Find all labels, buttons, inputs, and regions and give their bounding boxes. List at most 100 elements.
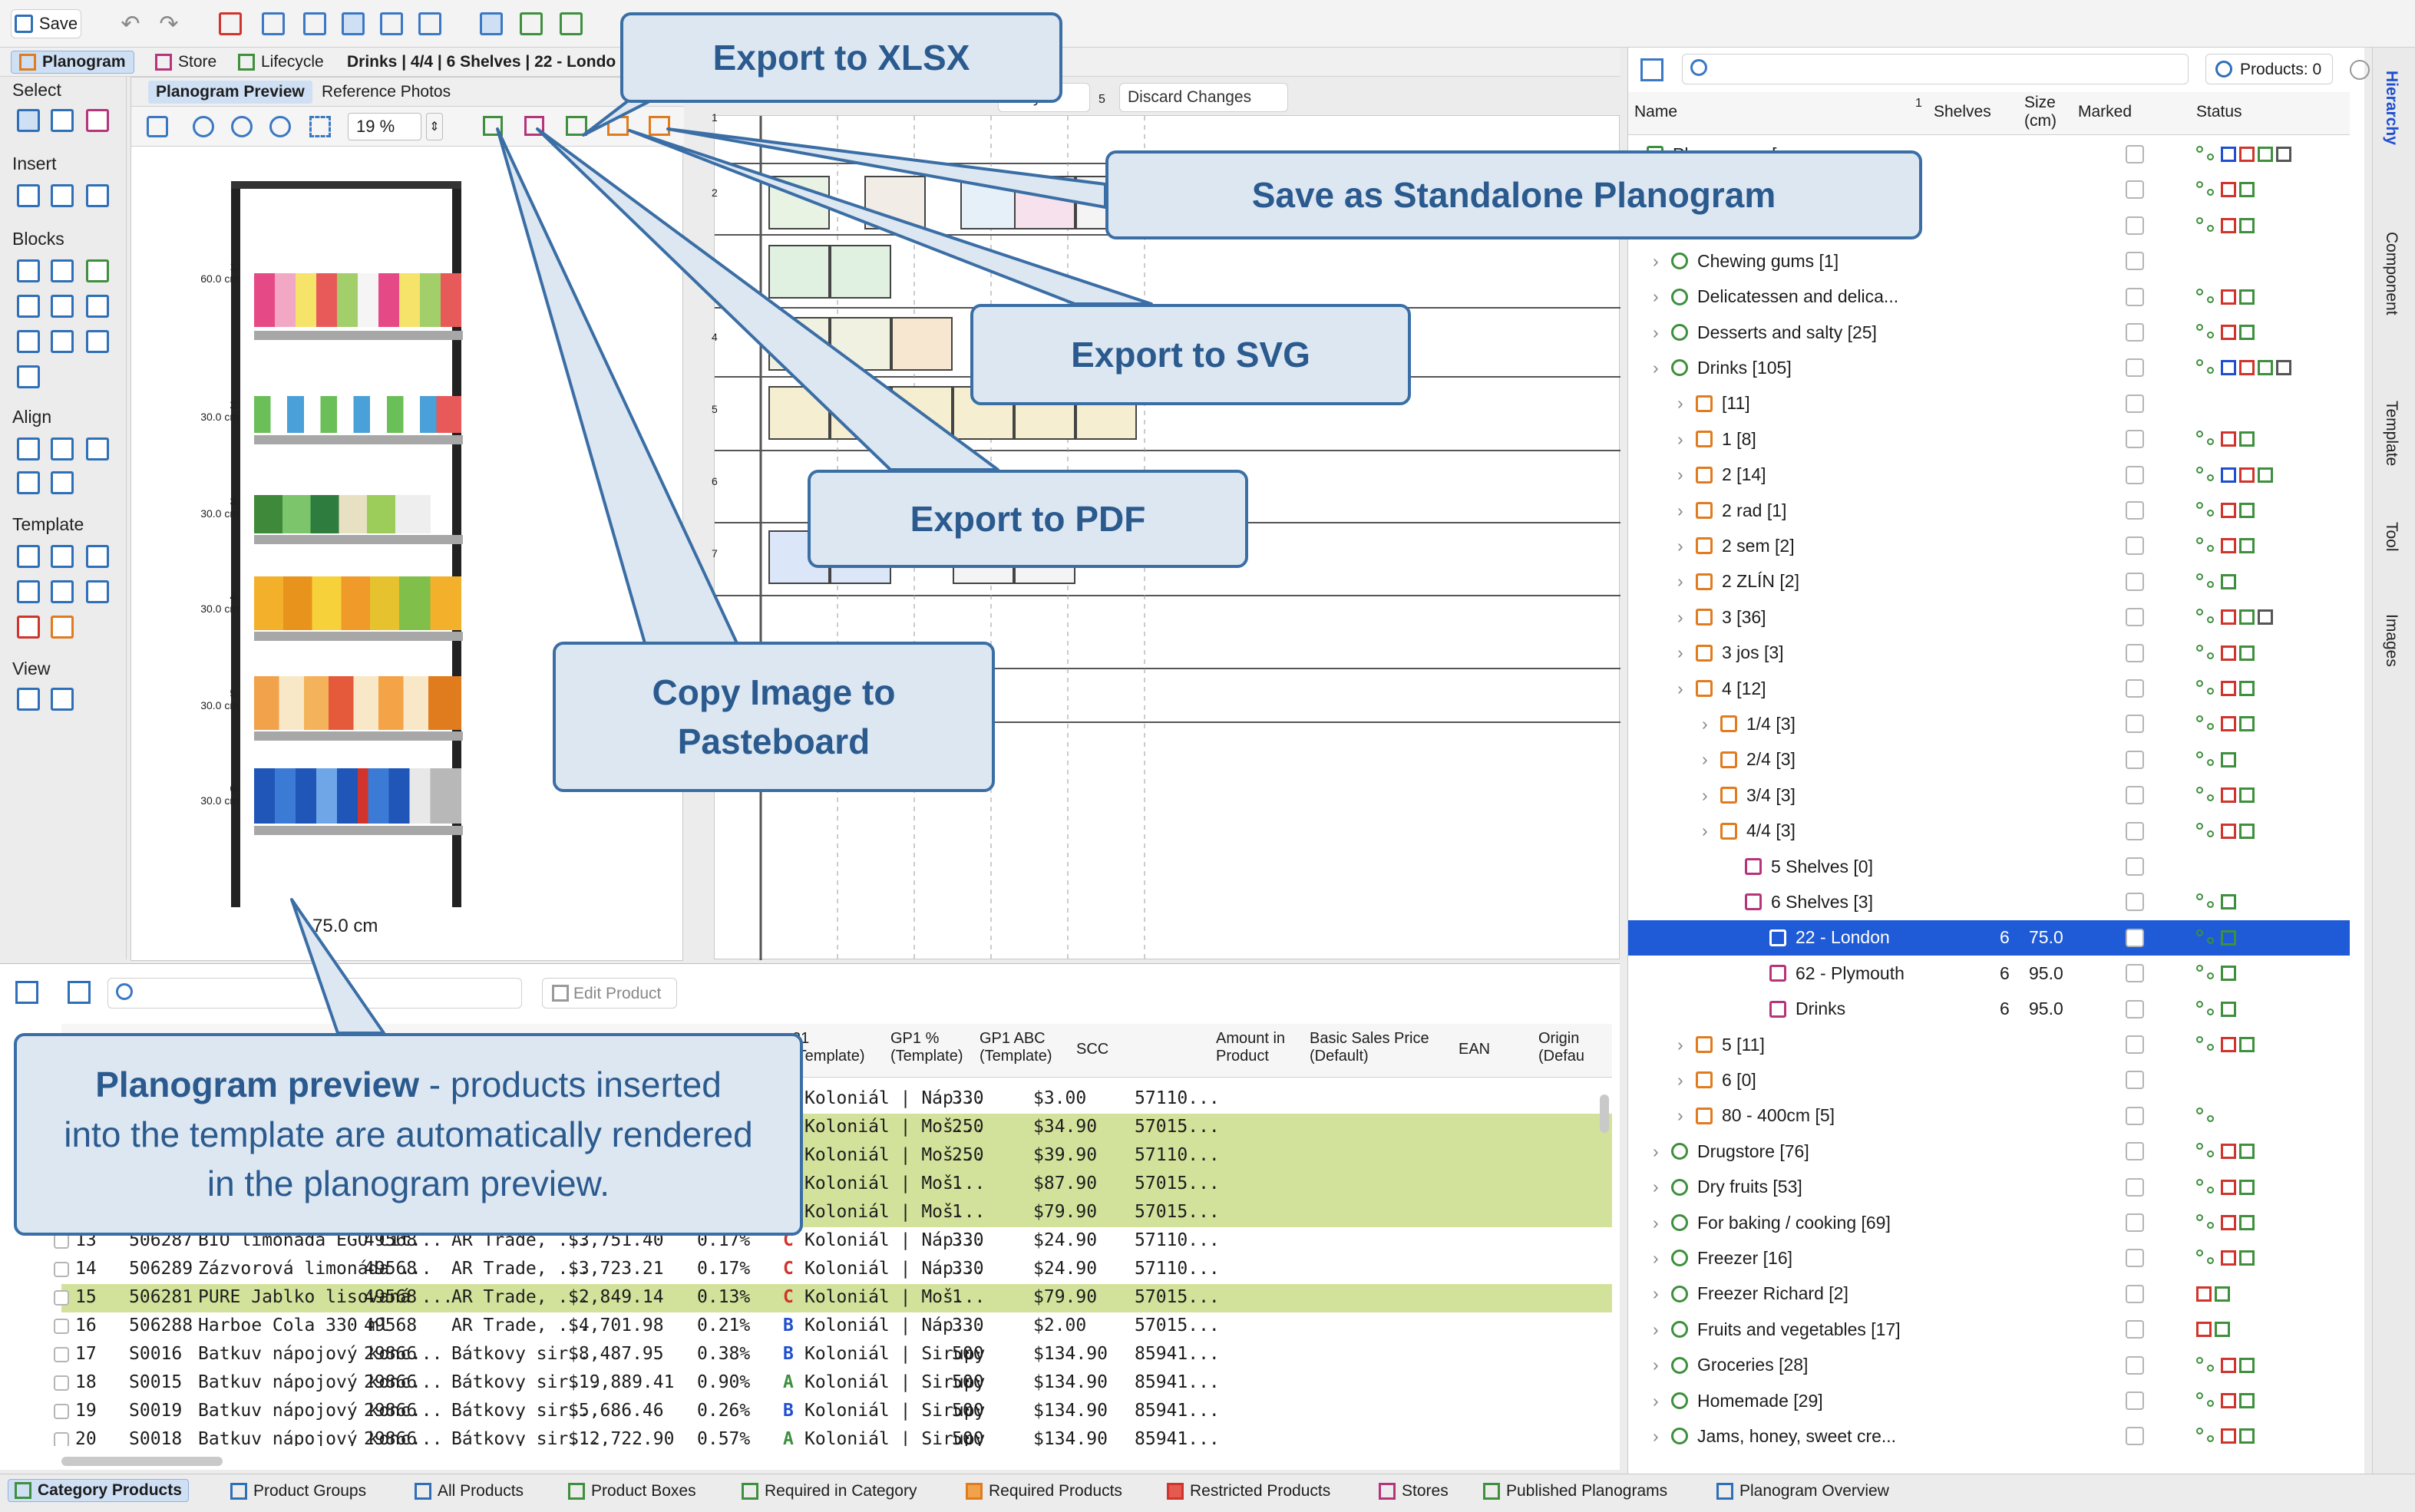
col-header-origin[interactable]: Origin (Defau [1538, 1030, 1585, 1065]
col-header-scc[interactable]: SCC [1076, 1041, 1109, 1058]
template-icon-2[interactable] [51, 545, 74, 568]
align-center-icon[interactable] [51, 437, 74, 461]
col-size[interactable]: Size (cm) [2024, 94, 2057, 130]
marked-checkbox[interactable] [2126, 821, 2144, 840]
chevron-right-icon[interactable]: › [1702, 749, 1708, 770]
layout-icon[interactable] [476, 9, 507, 38]
ruler-icon[interactable] [376, 9, 407, 38]
chevron-right-icon[interactable]: › [1653, 1212, 1659, 1233]
chevron-right-icon[interactable]: › [1677, 606, 1683, 627]
tab-planogram-preview[interactable]: Planogram Preview [148, 81, 312, 104]
block-icon-6[interactable] [86, 295, 109, 318]
tree-row[interactable]: ›3 [36] [1628, 599, 2350, 635]
product-cell[interactable] [830, 245, 891, 299]
sort-icon[interactable] [215, 9, 246, 38]
chevron-right-icon[interactable]: › [1653, 1283, 1659, 1304]
marked-checkbox[interactable] [2126, 1249, 2144, 1268]
col-header-amount[interactable]: Amount in Product [1216, 1030, 1286, 1065]
marked-checkbox[interactable] [2126, 287, 2144, 306]
product-cell[interactable] [768, 245, 830, 299]
chevron-right-icon[interactable]: › [1653, 1425, 1659, 1446]
col-marked[interactable]: Marked [2078, 103, 2133, 120]
marked-checkbox[interactable] [2126, 999, 2144, 1018]
marked-checkbox[interactable] [2126, 1392, 2144, 1410]
row-checkbox[interactable] [54, 1375, 69, 1391]
chevron-right-icon[interactable]: › [1653, 1141, 1659, 1161]
chevron-right-icon[interactable]: › [1653, 1247, 1659, 1268]
tree-row[interactable]: ›Freezer [16] [1628, 1240, 2350, 1276]
tree-row[interactable]: ›4 [12] [1628, 671, 2350, 706]
tree-row[interactable]: ›80 - 400cm [5] [1628, 1098, 2350, 1134]
marked-checkbox[interactable] [2126, 1142, 2144, 1161]
tree-row[interactable]: 5 Shelves [0] [1628, 849, 2350, 884]
col-status[interactable]: Status [2196, 103, 2242, 120]
row-checkbox[interactable] [54, 1347, 69, 1362]
col-header-ean[interactable]: EAN [1459, 1041, 1491, 1058]
chevron-right-icon[interactable]: › [1653, 357, 1659, 378]
marked-checkbox[interactable] [2126, 608, 2144, 627]
product-search-input[interactable] [107, 978, 522, 1009]
marked-checkbox[interactable] [2126, 145, 2144, 163]
marked-checkbox[interactable] [2126, 786, 2144, 805]
align-justify-icon[interactable] [17, 471, 40, 494]
template-icon-7[interactable] [17, 616, 40, 639]
select-icon[interactable] [17, 109, 40, 132]
edit-product-button[interactable]: Edit Product [542, 978, 677, 1009]
zoom-stepper[interactable]: ⇕ [426, 113, 443, 140]
marked-checkbox[interactable] [2126, 323, 2144, 342]
row-checkbox[interactable] [54, 1432, 69, 1446]
marked-checkbox[interactable] [2126, 1106, 2144, 1125]
row-checkbox[interactable] [54, 1404, 69, 1419]
copy-image-icon[interactable] [483, 116, 503, 136]
template-icon-5[interactable] [51, 580, 74, 603]
row-checkbox[interactable] [54, 1262, 69, 1277]
marked-checkbox[interactable] [2126, 216, 2144, 235]
chevron-right-icon[interactable]: › [1702, 713, 1708, 734]
chevron-right-icon[interactable]: › [1677, 464, 1683, 485]
chevron-right-icon[interactable]: › [1677, 393, 1683, 414]
block-icon-2[interactable] [51, 259, 74, 282]
tree-row[interactable]: ›1 [8] [1628, 421, 2350, 457]
chevron-right-icon[interactable]: › [1653, 1177, 1659, 1197]
tree-row[interactable]: ›Groceries [28] [1628, 1348, 2350, 1383]
align-left-icon[interactable] [17, 437, 40, 461]
home-icon[interactable] [556, 9, 586, 38]
block-icon-3[interactable] [86, 259, 109, 282]
tree-row[interactable]: ›2 rad [1] [1628, 493, 2350, 528]
save-standalone-icon[interactable] [649, 116, 670, 136]
tab-product-boxes[interactable]: Product Boxes [568, 1482, 696, 1500]
tree-row[interactable]: ›3/4 [3] [1628, 777, 2350, 813]
col-name[interactable]: Name [1634, 103, 1678, 120]
block-icon-9[interactable] [86, 330, 109, 353]
marked-checkbox[interactable] [2126, 928, 2144, 947]
chevron-right-icon[interactable]: › [1677, 428, 1683, 449]
tree-row[interactable]: ›6 [0] [1628, 1062, 2350, 1098]
tab-required-in-category[interactable]: Required in Category [742, 1482, 917, 1500]
tree-search-input[interactable] [1682, 54, 2189, 84]
select-grid-icon[interactable] [51, 109, 74, 132]
chevron-right-icon[interactable]: › [1653, 322, 1659, 342]
marked-checkbox[interactable] [2126, 430, 2144, 449]
chevron-right-icon[interactable]: › [1702, 820, 1708, 841]
tree-row[interactable]: ›Desserts and salty [25] [1628, 315, 2350, 350]
block-icon-10[interactable] [17, 365, 40, 388]
tab-planogram-overview[interactable]: Planogram Overview [1716, 1482, 1889, 1500]
chevron-right-icon[interactable]: › [1677, 1034, 1683, 1055]
columns-icon[interactable] [299, 9, 330, 38]
tab-stores[interactable]: Stores [1379, 1482, 1449, 1500]
template-icon-4[interactable] [17, 580, 40, 603]
chevron-right-icon[interactable]: › [1677, 571, 1683, 592]
insert-text-icon[interactable] [86, 184, 109, 207]
tree-row[interactable]: ›2 ZLÍN [2] [1628, 564, 2350, 599]
tree-row[interactable]: ›5 [11] [1628, 1027, 2350, 1062]
product-cell[interactable] [891, 317, 953, 371]
tab-required-products[interactable]: Required Products [966, 1482, 1122, 1500]
view-icon-1[interactable] [17, 688, 40, 711]
